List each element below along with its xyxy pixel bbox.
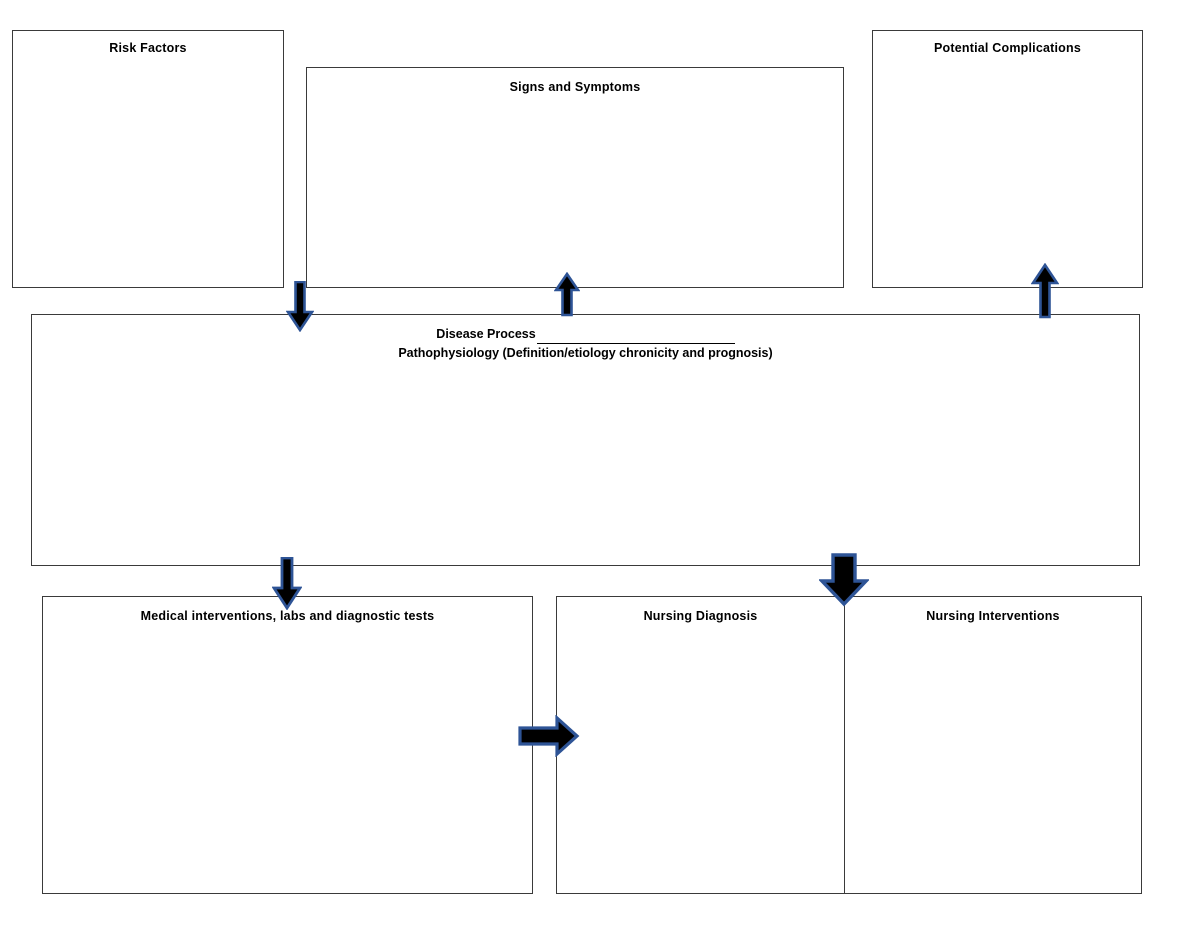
- box-disease-process[interactable]: Disease Process Pathophysiology (Definit…: [31, 314, 1140, 566]
- box-nursing-combined[interactable]: Nursing Diagnosis Nursing Interventions: [556, 596, 1142, 894]
- arrow-disease-to-complications-up-icon: [1031, 263, 1059, 319]
- disease-process-heading-line1: Disease Process: [32, 325, 1139, 344]
- box-risk-factors[interactable]: Risk Factors: [12, 30, 284, 288]
- arrow-disease-to-signs-up-icon: [554, 272, 580, 317]
- box-nursing-diagnosis-label: Nursing Diagnosis: [643, 609, 758, 623]
- pathophysiology-heading-line2: Pathophysiology (Definition/etiology chr…: [398, 346, 773, 360]
- arrow-disease-to-medical-down-icon: [272, 557, 302, 610]
- box-medical-interventions-label: Medical interventions, labs and diagnost…: [140, 609, 435, 623]
- disease-process-heading: Disease Process Pathophysiology (Definit…: [32, 325, 1139, 363]
- box-potential-complications[interactable]: Potential Complications: [872, 30, 1143, 288]
- box-risk-factors-label: Risk Factors: [109, 41, 187, 55]
- disease-process-label: Disease Process: [436, 327, 536, 341]
- box-medical-interventions[interactable]: Medical interventions, labs and diagnost…: [42, 596, 533, 894]
- box-potential-complications-label: Potential Complications: [934, 41, 1081, 55]
- arrow-disease-to-nursing-down-icon: [819, 553, 869, 607]
- box-signs-symptoms-label: Signs and Symptoms: [509, 80, 641, 94]
- arrow-medical-to-nursing-right-icon: [518, 715, 580, 757]
- nursing-boxes-divider: [844, 597, 845, 893]
- box-nursing-interventions-label: Nursing Interventions: [926, 609, 1060, 623]
- disease-process-fill-in-blank[interactable]: [536, 331, 735, 344]
- arrow-risk-to-disease-down-icon: [286, 281, 314, 332]
- box-signs-symptoms[interactable]: Signs and Symptoms: [306, 67, 844, 288]
